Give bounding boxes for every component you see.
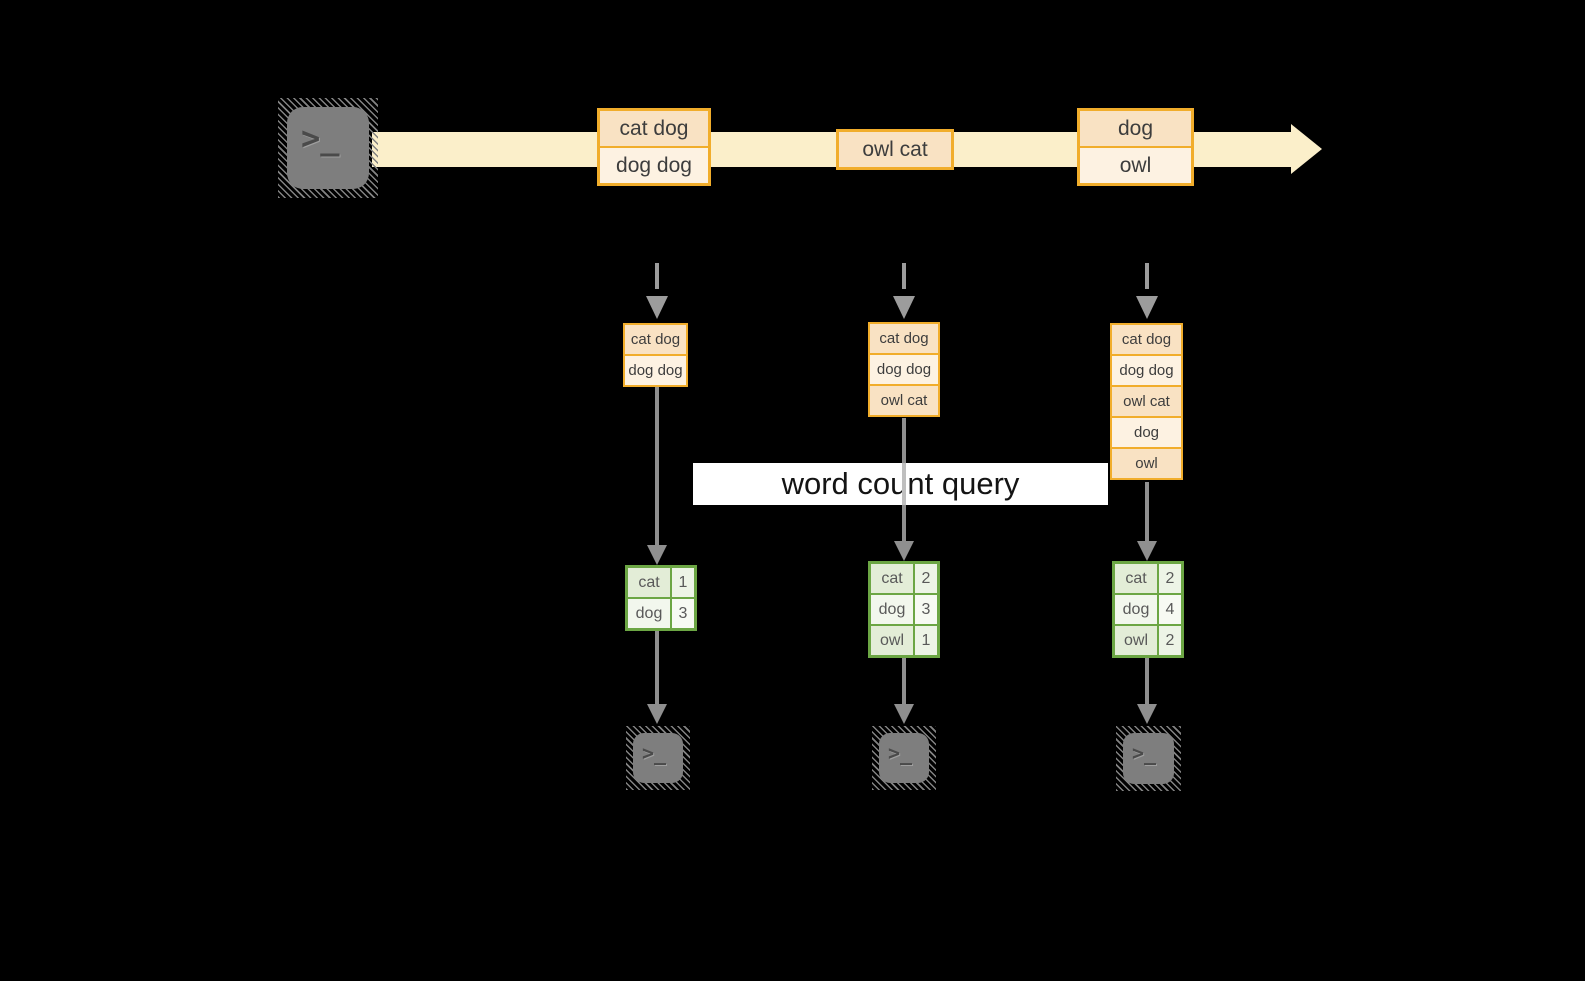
table-cell-count: 3: [915, 595, 937, 624]
trigger-arrowhead-1: [646, 296, 668, 319]
sink-terminal-icon-2: >_: [872, 726, 936, 790]
flow-line-over-label: [902, 463, 906, 505]
flow-line: [1145, 482, 1149, 543]
terminal-prompt-glyph: >_: [642, 741, 667, 765]
event-line: owl cat: [839, 132, 951, 167]
state-row: dog dog: [625, 356, 686, 385]
state-row: cat dog: [625, 325, 686, 354]
table-cell-word: cat: [871, 564, 913, 593]
terminal-body: >_: [287, 107, 369, 189]
result-table-2: cat 2 dog 3 owl 1: [868, 561, 940, 658]
result-table-3: cat 2 dog 4 owl 2: [1112, 561, 1184, 658]
terminal-prompt-glyph: >_: [301, 119, 340, 157]
flow-arrowhead: [647, 545, 667, 565]
flow-line: [655, 385, 659, 547]
terminal-body: >_: [1123, 733, 1174, 784]
trigger-arrowhead-3: [1136, 296, 1158, 319]
table-cell-count: 2: [1159, 564, 1181, 593]
trigger-arrow-dash-1: [655, 263, 659, 289]
state-row: dog dog: [870, 355, 938, 384]
flow-arrowhead: [1137, 704, 1157, 724]
table-cell-count: 1: [672, 568, 694, 597]
table-cell-word: dog: [628, 599, 670, 628]
flow-line: [1145, 658, 1149, 706]
terminal-prompt-glyph: >_: [1132, 741, 1157, 765]
state-row: cat dog: [1112, 325, 1181, 354]
state-row: dog: [1112, 418, 1181, 447]
event-line: cat dog: [600, 111, 708, 146]
word-count-query-label: word count query: [693, 463, 1108, 505]
input-state-box-3: cat dog dog dog owl cat dog owl: [1110, 323, 1183, 480]
table-cell-word: cat: [1115, 564, 1157, 593]
terminal-body: >_: [879, 733, 929, 783]
event-line: dog dog: [600, 148, 708, 183]
state-row: owl: [1112, 449, 1181, 478]
result-table-1: cat 1 dog 3: [625, 565, 697, 631]
flow-line: [655, 631, 659, 706]
table-cell-word: dog: [1115, 595, 1157, 624]
stream-arrowhead-icon: [1291, 124, 1322, 174]
state-row: owl cat: [1112, 387, 1181, 416]
state-row: owl cat: [870, 386, 938, 415]
source-terminal-icon: >_: [278, 98, 378, 198]
sink-terminal-icon-3: >_: [1116, 726, 1181, 791]
stream-event-box-1: cat dog dog dog: [597, 108, 711, 186]
state-row: cat dog: [870, 324, 938, 353]
trigger-arrowhead-2: [893, 296, 915, 319]
table-cell-count: 1: [915, 626, 937, 655]
table-cell-word: owl: [871, 626, 913, 655]
table-cell-word: owl: [1115, 626, 1157, 655]
table-cell-count: 4: [1159, 595, 1181, 624]
flow-arrowhead: [647, 704, 667, 724]
trigger-arrow-dash-3: [1145, 263, 1149, 289]
state-row: dog dog: [1112, 356, 1181, 385]
input-state-box-2: cat dog dog dog owl cat: [868, 322, 940, 417]
stream-event-box-2: owl cat: [836, 129, 954, 170]
flow-arrowhead: [1137, 541, 1157, 561]
input-state-box-1: cat dog dog dog: [623, 323, 688, 387]
sink-terminal-icon-1: >_: [626, 726, 690, 790]
trigger-arrow-dash-2: [902, 263, 906, 289]
flow-arrowhead: [894, 704, 914, 724]
event-line: dog: [1080, 111, 1191, 146]
table-cell-word: dog: [871, 595, 913, 624]
terminal-prompt-glyph: >_: [888, 741, 913, 765]
stream-event-box-3: dog owl: [1077, 108, 1194, 186]
flow-line: [902, 658, 906, 706]
event-line: owl: [1080, 148, 1191, 183]
flow-arrowhead: [894, 541, 914, 561]
table-cell-word: cat: [628, 568, 670, 597]
table-cell-count: 2: [1159, 626, 1181, 655]
terminal-body: >_: [633, 733, 683, 783]
table-cell-count: 3: [672, 599, 694, 628]
table-cell-count: 2: [915, 564, 937, 593]
